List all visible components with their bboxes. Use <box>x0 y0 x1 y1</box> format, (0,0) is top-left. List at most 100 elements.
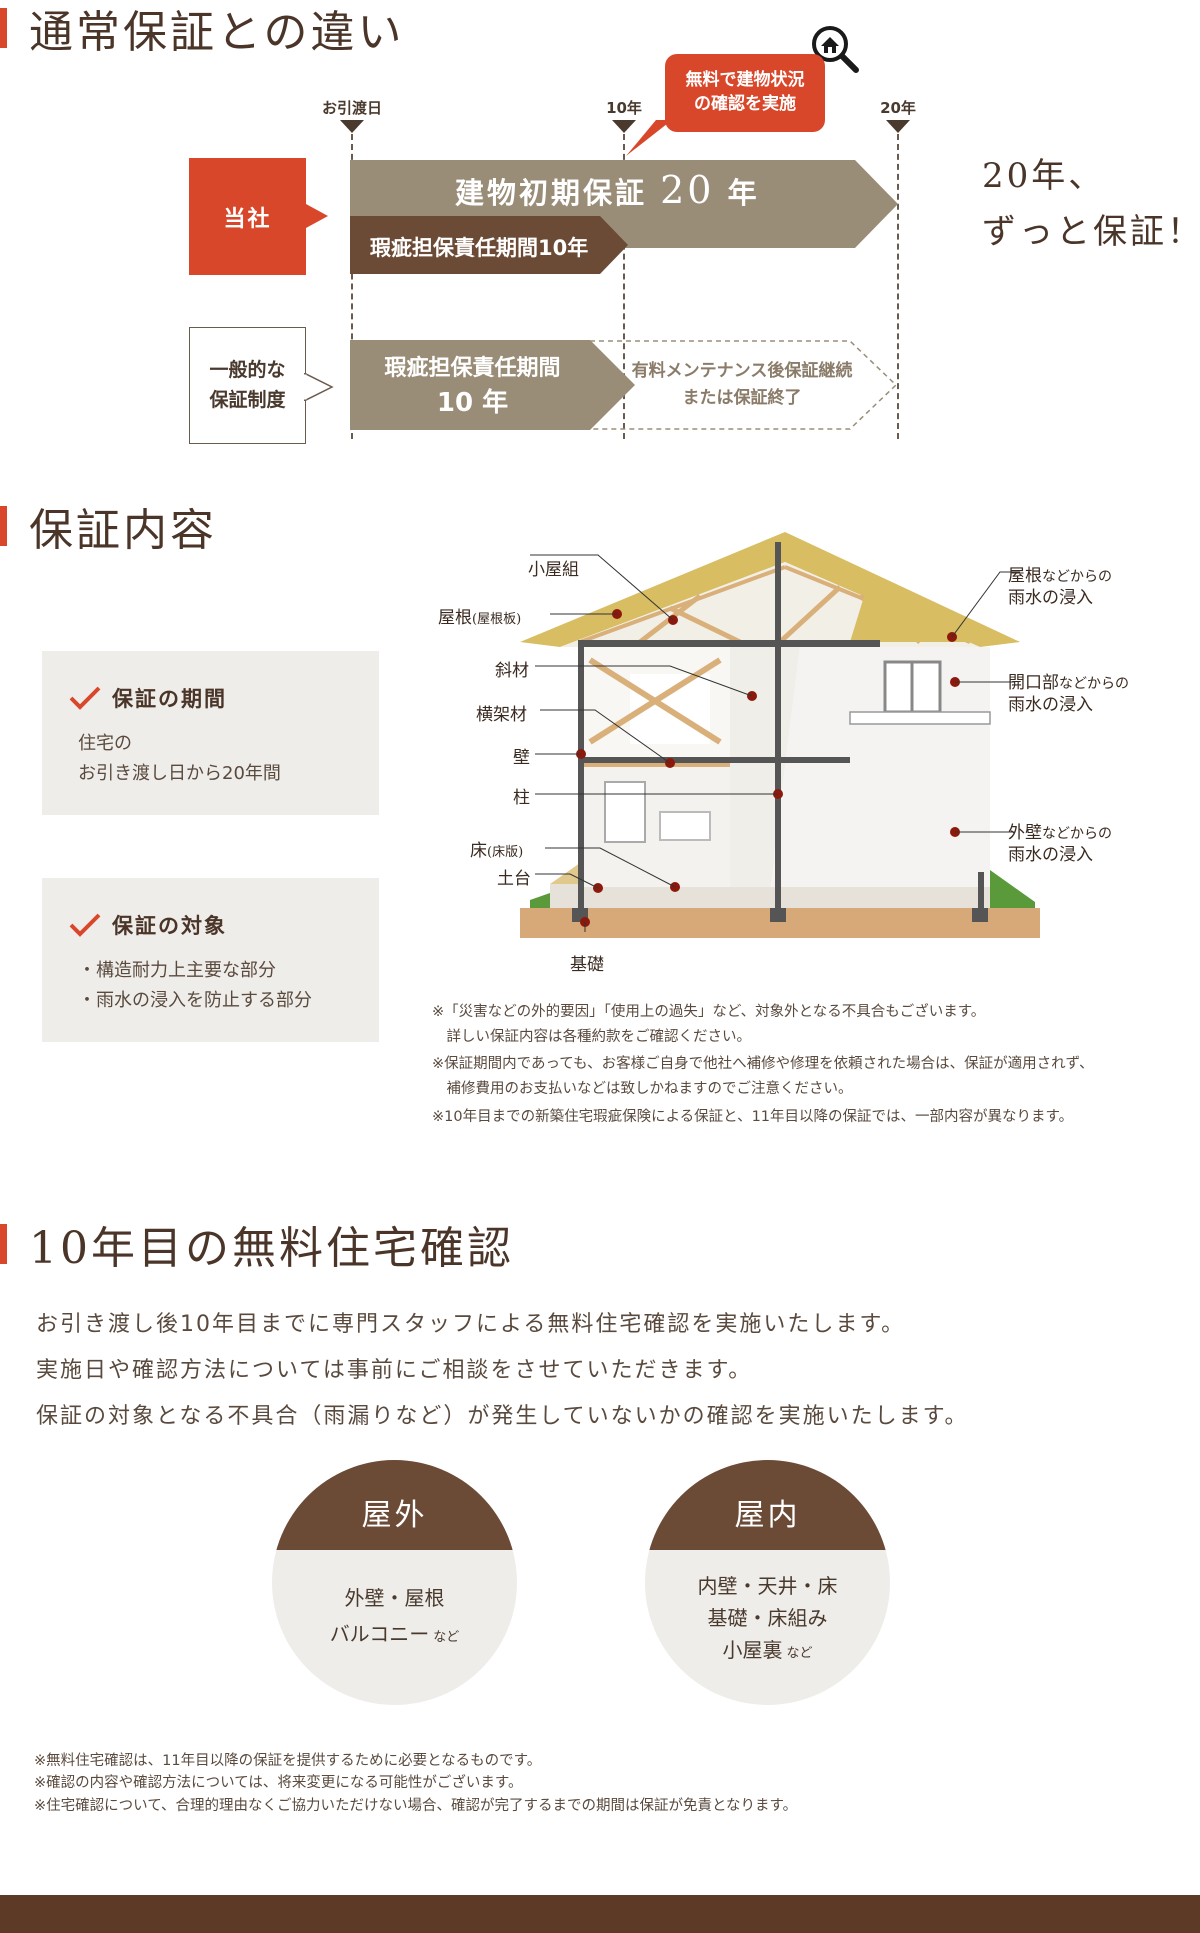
compare-section-title: 通常保証との違い <box>29 7 405 58</box>
catch-line-2: ずっと保証！ <box>982 212 1200 253</box>
label-shazai: 斜材 <box>495 661 529 681</box>
catch-copy: 20年、 ずっと保証！ <box>982 148 1200 260</box>
tick-10-marker <box>612 120 636 133</box>
inspection-lead-2: 実施日や確認方法については事前にご相談をさせていただきます。 <box>36 1358 753 1383</box>
target-line-1: ・構造耐力上主要な部分 <box>78 960 276 981</box>
inspection-lead-1: お引き渡し後10年目までに専門スタッフによる無料住宅確認を実施いたします。 <box>36 1312 906 1337</box>
tick-handover-line <box>351 134 353 439</box>
content-note-3: ※保証期間内であっても、お客様ご自身で他社へ補修や修理を依頼された場合は、保証が… <box>432 1056 1094 1073</box>
content-note-4: 補修費用のお支払いなどは致しかねますのでご注意ください。 <box>432 1080 853 1097</box>
tick-handover-marker <box>340 120 364 133</box>
initial-warranty-main: 建物初期保証 <box>455 176 648 210</box>
outside-line-2-text: バルコニー <box>329 1622 430 1646</box>
inside-line-3-text: 小屋裏 <box>722 1638 783 1662</box>
label-yuka-sub: (床版) <box>487 845 524 860</box>
label-opening-rain: 開口部などからの 雨水の浸入 <box>1008 672 1129 716</box>
period-line-1: 住宅の <box>78 733 132 754</box>
initial-warranty-num: 20 <box>660 168 715 212</box>
target-title: 保証の対象 <box>112 914 227 938</box>
roof-rain-sub: などからの <box>1042 569 1112 585</box>
defect-period-arrow <box>350 216 628 274</box>
bubble-line-1: 無料で建物状況 <box>685 70 805 91</box>
label-yane-main: 屋根 <box>438 608 472 628</box>
content-note-1: ※「災害などの外的要因」「使用上の過失」など、対象外となる不具合もございます。 <box>432 1004 986 1020</box>
inside-nado: など <box>786 1646 813 1661</box>
period-title: 保証の期間 <box>112 687 227 711</box>
house-search-icon <box>812 26 859 73</box>
wall-rain-sub: などからの <box>1042 826 1112 842</box>
check-icon <box>69 913 101 937</box>
label-koyagumi: 小屋組 <box>528 560 579 580</box>
wall-rain-main: 外壁 <box>1008 823 1042 843</box>
inspection-note-1: ※無料住宅確認は、11年目以降の保証を提供するために必要となるものです。 <box>34 1753 542 1769</box>
heading-accent-bar <box>0 1224 7 1264</box>
content-note-5: ※10年目までの新築住宅瑕疵保険による保証と、11年目以降の保証では、一部内容が… <box>432 1108 1074 1125</box>
general-line-1: 一般的な <box>209 359 286 382</box>
general-defect-line-2: 10 年 <box>436 387 509 418</box>
inside-line-1: 内壁・天井・床 <box>697 1574 838 1598</box>
tick-10-line <box>623 134 625 439</box>
free-inspection-bubble: 無料で建物状況 の確認を実施 <box>665 54 825 132</box>
defect-period-label: 瑕疵担保責任期間10年 <box>370 236 589 260</box>
outside-title: 屋外 <box>361 1498 428 1533</box>
inside-title: 屋内 <box>734 1498 801 1533</box>
outside-circle-header <box>272 1460 517 1550</box>
outside-line-2: バルコニーなど <box>272 1618 517 1650</box>
company-label-box: 当社 <box>189 158 306 275</box>
period-heading: 保証の期間 <box>68 683 355 713</box>
general-defect-line-1: 瑕疵担保責任期間 <box>384 356 561 381</box>
target-line-2: ・雨水の浸入を防止する部分 <box>78 989 312 1011</box>
target-body: ・構造耐力上主要な部分 ・雨水の浸入を防止する部分 <box>78 956 355 1015</box>
period-line-2: お引き渡し日から20年間 <box>78 762 281 784</box>
initial-warranty-unit: 年 <box>727 176 760 210</box>
opening-rain-main: 開口部 <box>1008 673 1059 693</box>
target-heading: 保証の対象 <box>68 910 355 940</box>
tick-handover-label: お引渡日 <box>321 99 383 117</box>
heading-accent-bar <box>0 8 7 48</box>
label-oukazai: 横架材 <box>476 705 527 725</box>
general-line-2: 保証制度 <box>209 388 286 411</box>
inspection-lead-3: 保証の対象となる不具合（雨漏りなど）が発生していないかの確認を実施いたします。 <box>36 1404 969 1429</box>
roof-rain-main: 屋根 <box>1008 566 1042 586</box>
footer-bar <box>0 1895 1200 1933</box>
inside-line-2: 基礎・床組み <box>707 1606 828 1630</box>
tick-10-label: 10年 <box>606 99 642 117</box>
outside-line-1: 外壁・屋根 <box>344 1586 445 1610</box>
general-system-box: 一般的な 保証制度 <box>189 327 306 444</box>
inspection-notes: ※無料住宅確認は、11年目以降の保証を提供するために必要となるものです。 ※確認… <box>34 1750 797 1817</box>
content-section-title: 保証内容 <box>29 505 217 556</box>
house-structure-illustration <box>520 532 1040 938</box>
inspection-section-heading: 10年目の無料住宅確認 <box>0 1218 514 1274</box>
inspection-note-2: ※確認の内容や確認方法については、将来変更になる可能性がございます。 <box>34 1775 523 1792</box>
paid-line-1: 有料メンテナンス後保証継続 <box>631 361 853 381</box>
paid-maintenance-arrow <box>580 340 898 430</box>
tick-20-line <box>897 134 899 439</box>
initial-warranty-label: 建物初期保証 20 年 <box>455 168 760 212</box>
compare-section-heading: 通常保証との違い <box>0 2 405 58</box>
inside-circle-header <box>645 1460 890 1550</box>
label-hashira: 柱 <box>513 788 530 808</box>
paid-maintenance-label: 有料メンテナンス後保証継続 または保証終了 <box>612 358 872 412</box>
tick-20-label: 20年 <box>880 99 916 117</box>
label-wall-rain: 外壁などからの 雨水の浸入 <box>1008 822 1112 866</box>
roof-rain-line-2: 雨水の浸入 <box>1008 588 1093 609</box>
catch-line-1: 20年、 <box>982 156 1106 196</box>
label-kabe: 壁 <box>513 748 530 768</box>
outside-circle: 屋外 外壁・屋根 バルコニーなど <box>272 1460 517 1705</box>
outside-body: 外壁・屋根 バルコニーなど <box>272 1582 517 1650</box>
inside-line-3: 小屋裏など <box>645 1634 890 1666</box>
content-section-heading: 保証内容 <box>0 500 217 556</box>
general-pointer <box>304 373 334 401</box>
label-yane: 屋根(屋根板) <box>438 603 521 628</box>
target-box: 保証の対象 ・構造耐力上主要な部分 ・雨水の浸入を防止する部分 <box>42 878 379 1042</box>
general-defect-label: 瑕疵担保責任期間 10 年 <box>350 354 595 421</box>
tick-20-marker <box>886 120 910 133</box>
label-yuka: 床(床版) <box>470 836 523 861</box>
check-icon <box>69 686 101 710</box>
bubble-tail <box>626 120 672 156</box>
inside-circle: 屋内 内壁・天井・床 基礎・床組み 小屋裏など <box>645 1460 890 1705</box>
label-kiso: 基礎 <box>570 955 604 975</box>
inspection-note-3: ※住宅確認について、合理的理由なくご協力いただけない場合、確認が完了するまでの期… <box>34 1797 798 1814</box>
bubble-line-2: の確認を実施 <box>694 94 796 114</box>
inside-body: 内壁・天井・床 基礎・床組み 小屋裏など <box>645 1570 890 1666</box>
